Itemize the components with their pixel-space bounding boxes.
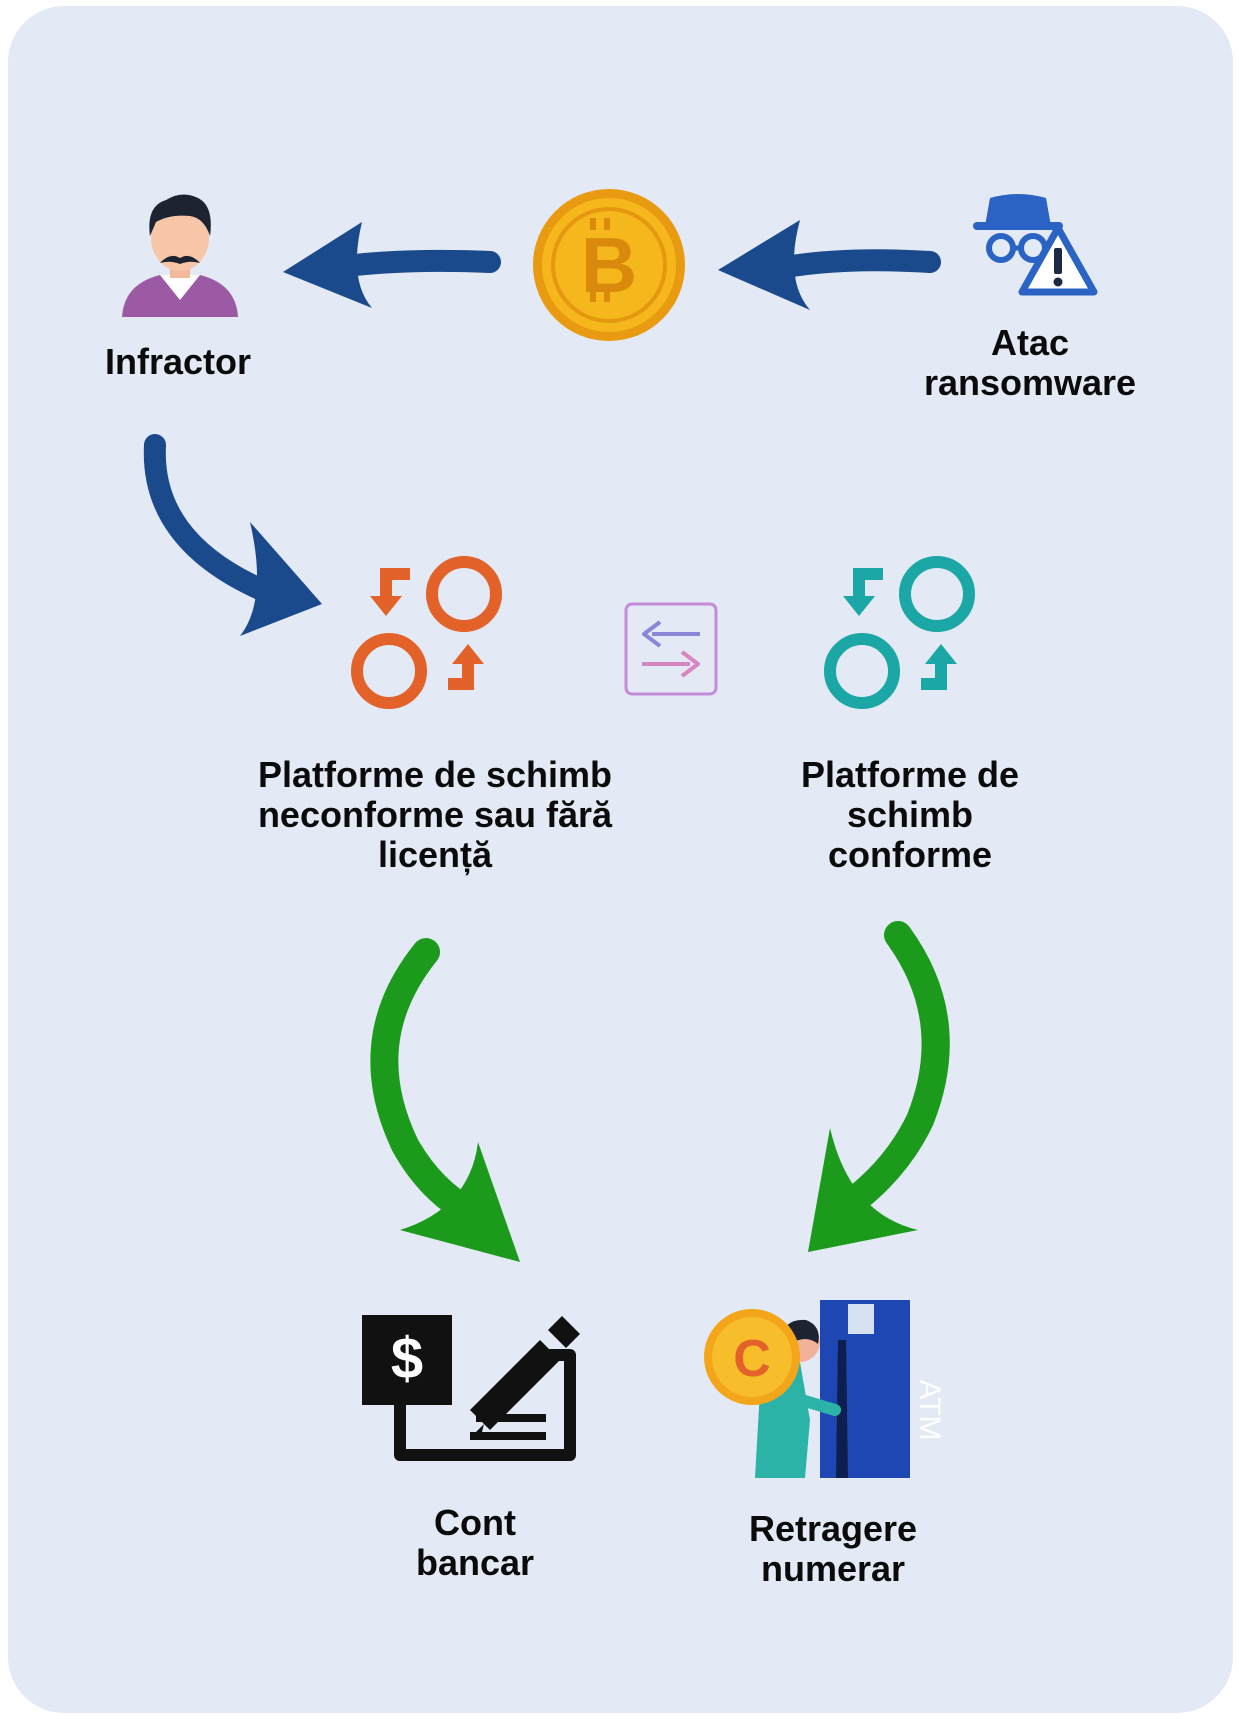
blue-arrow-to-exchanges [143,434,322,636]
blue-arrow-to-bitcoin [718,220,941,310]
svg-text:C: C [733,1330,771,1388]
exchange-circles-teal-icon [824,556,975,709]
offender-label: Infractor [104,341,252,382]
atm-withdrawal-icon: ATM C [704,1300,946,1478]
bank-account-label: Cont bancar [415,1502,535,1583]
person-mustache-icon [122,194,238,317]
blue-arrow-to-offender [283,222,501,308]
svg-text:$: $ [391,1326,423,1391]
green-arrow-to-atm [808,921,950,1252]
swap-arrows-icon [624,602,718,696]
spy-warning-icon [973,194,1098,296]
atm-text: ATM [913,1379,946,1440]
ransomware-label: Atac ransomware [923,322,1137,403]
compliant-exchanges-label: Platforme de schimb conforme [800,754,1020,875]
green-arrow-to-bank [370,938,520,1262]
exchange-circles-orange-icon [351,556,502,709]
noncompliant-exchanges-label: Platforme de schimb neconforme sau fără … [257,754,613,875]
cheque-dollar-icon: $ [362,1315,580,1461]
bitcoin-coin-icon: B [533,189,685,341]
cash-withdrawal-label: Retragere numerar [748,1508,918,1589]
